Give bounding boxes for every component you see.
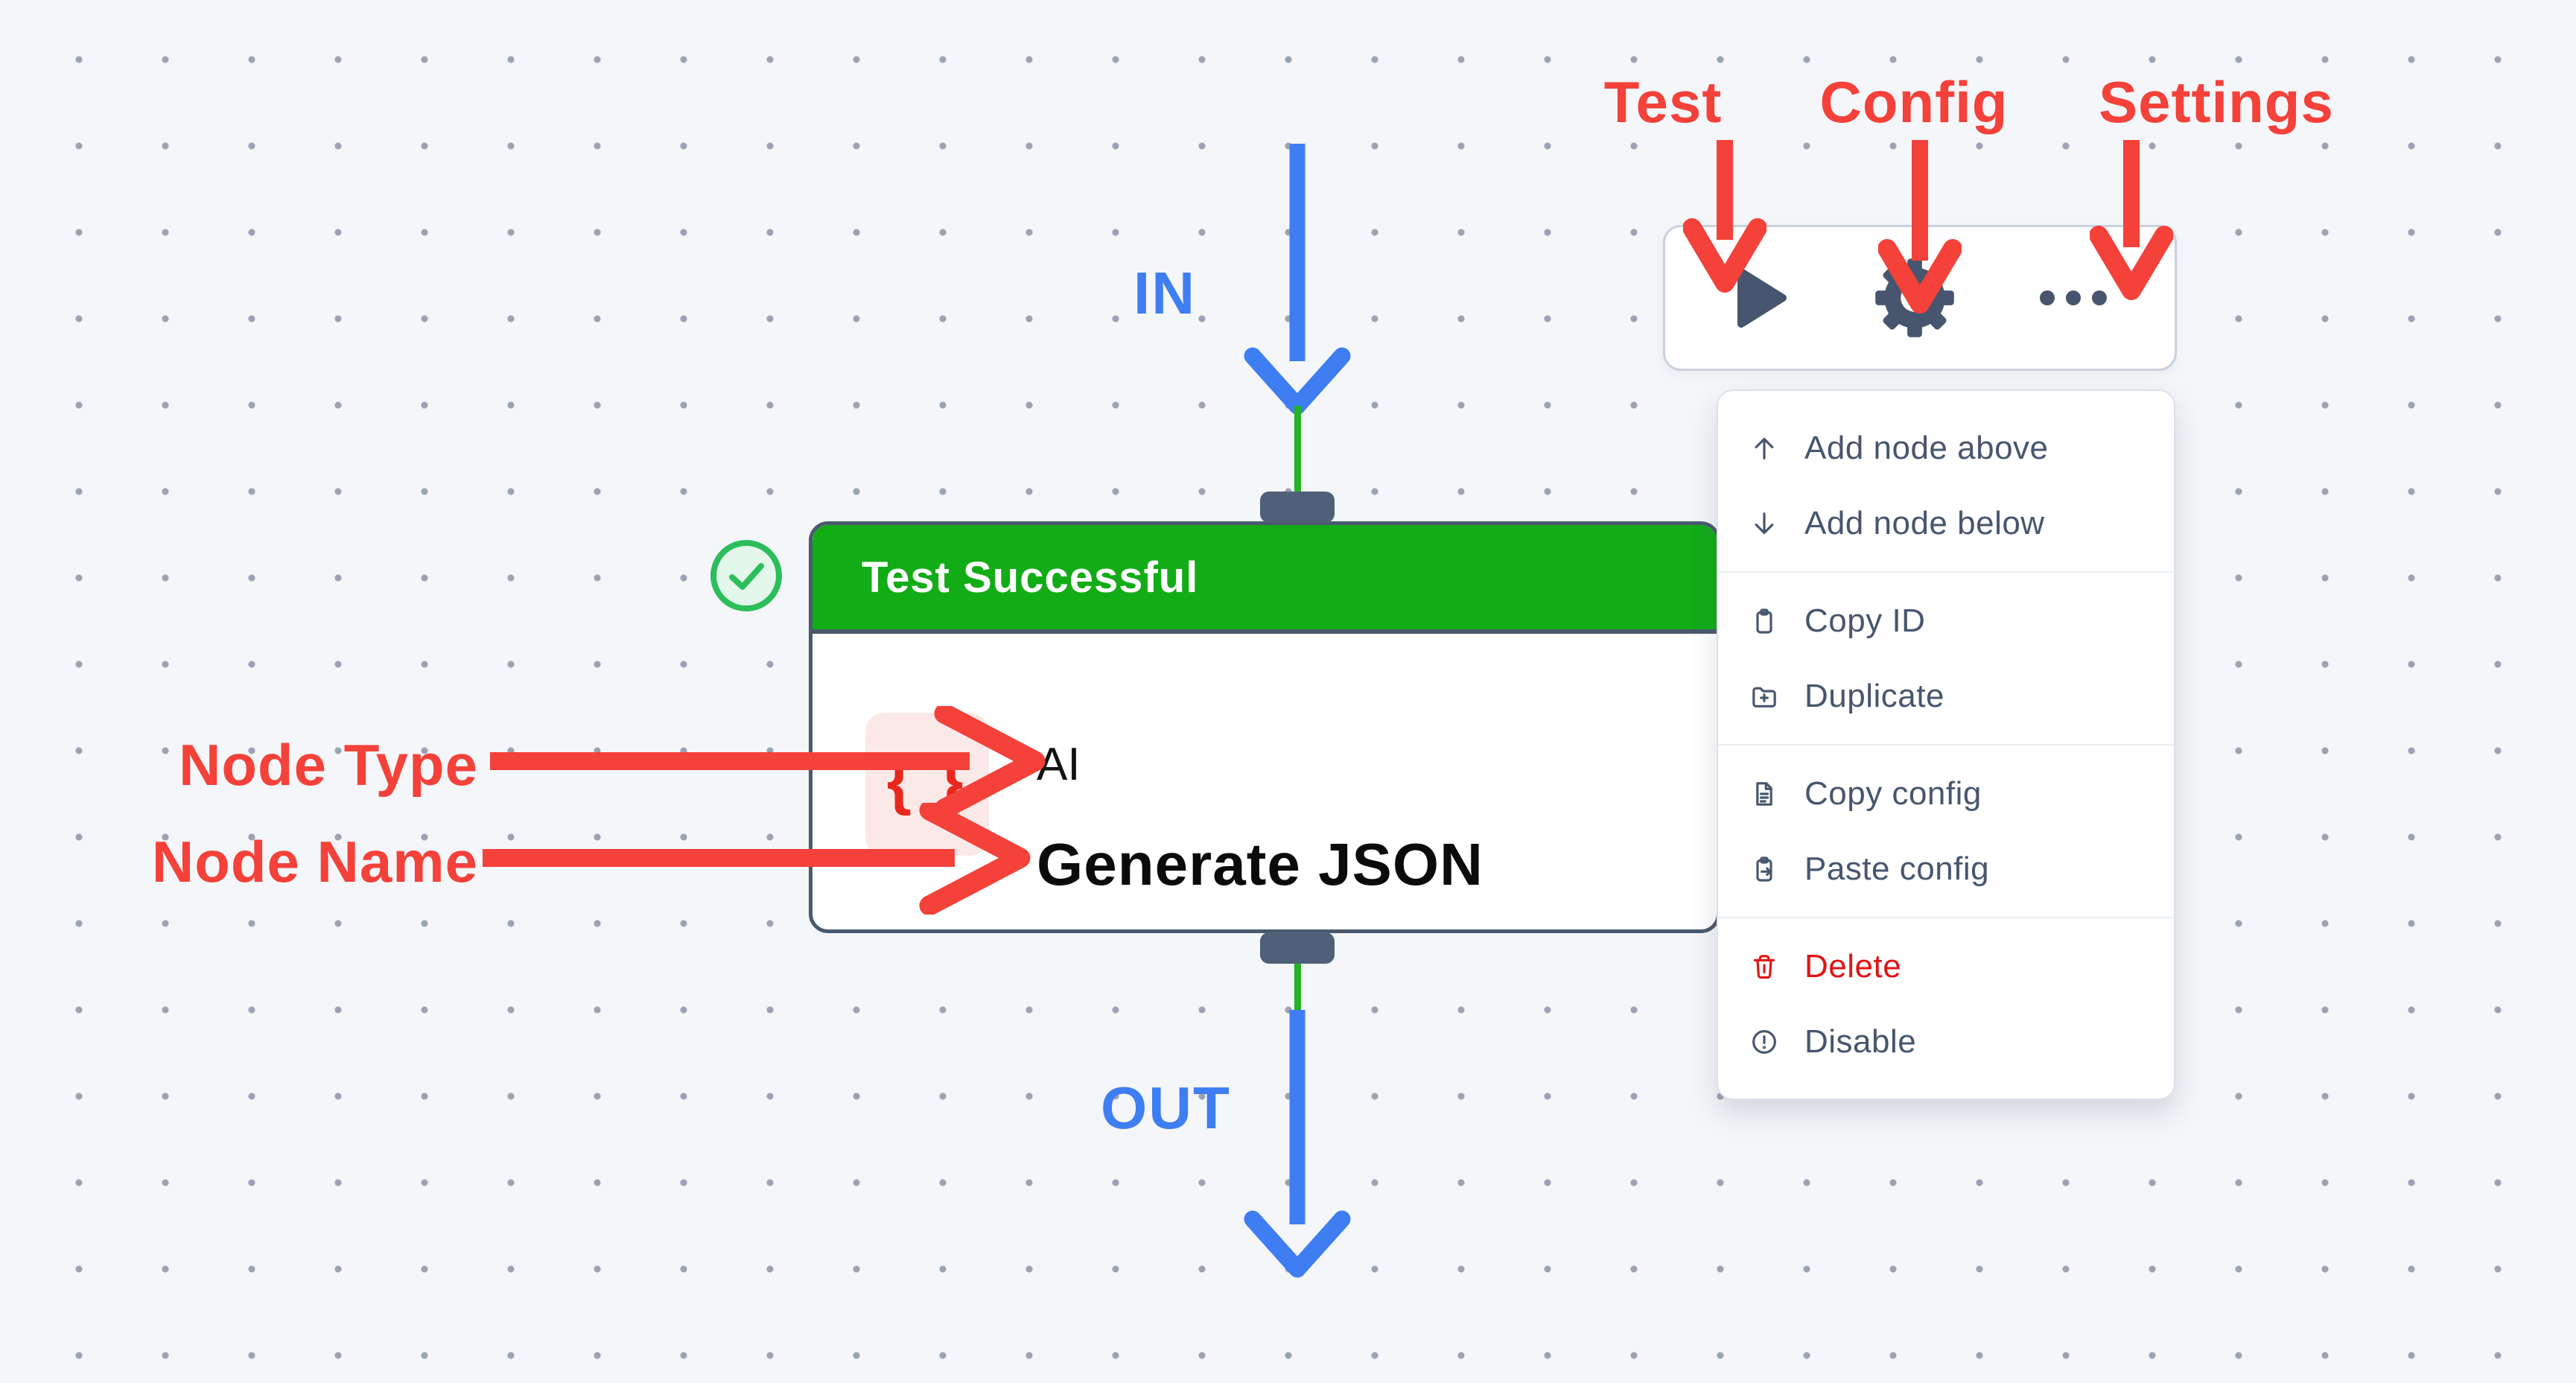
settings-button[interactable] [2038,288,2109,308]
connection-line-out [1294,961,1301,1010]
clipboard-arrow-icon [1748,853,1781,886]
menu-item-add-node-below[interactable]: Add node below [1718,486,2174,561]
test-button[interactable] [1731,263,1792,333]
output-port-handle[interactable] [1260,932,1335,964]
test-annotation-arrow [1683,140,1766,293]
alert-circle-icon [1748,1026,1781,1058]
in-flow-arrow [1244,144,1351,415]
node-name-annotation-arrow [483,803,1031,915]
menu-item-delete[interactable]: Delete [1718,929,2174,1004]
connection-line-in [1294,406,1301,499]
settings-annotation-label: Settings [2099,69,2334,135]
input-port-handle[interactable] [1260,492,1335,523]
menu-item-copy-id[interactable]: Copy ID [1718,583,2174,658]
node-status-header: Test Successful [812,525,1717,634]
node-name-annotation-label: Node Name [151,829,478,894]
node-type-annotation-label: Node Type [179,732,478,798]
arrow-down-icon [1748,507,1781,540]
config-annotation-label: Config [1819,69,2009,135]
check-circle-icon [710,540,782,611]
out-flow-label: OUT [1101,1075,1231,1141]
menu-divider [1718,744,2174,745]
menu-divider [1718,571,2174,573]
clipboard-icon [1748,605,1781,638]
node-type-annotation-arrow [490,706,1046,818]
arrow-up-icon [1748,432,1781,465]
menu-item-paste-config[interactable]: Paste config [1718,831,2174,906]
settings-annotation-arrow [2090,140,2173,300]
node-context-menu: Add node above Add node below Copy ID Du… [1717,390,2175,1100]
config-annotation-arrow [1878,140,1962,314]
menu-item-add-node-above[interactable]: Add node above [1718,410,2174,486]
out-flow-arrow [1244,1010,1351,1278]
menu-item-duplicate[interactable]: Duplicate [1718,658,2174,734]
ellipsis-icon [2040,290,2107,305]
node-name-text: Generate JSON [1037,831,1483,897]
folder-plus-icon [1748,680,1781,713]
node-status-text: Test Successful [862,553,1199,602]
menu-item-copy-config[interactable]: Copy config [1718,756,2174,831]
in-flow-label: IN [1133,260,1196,326]
trash-icon [1748,950,1781,983]
menu-item-disable[interactable]: Disable [1718,1004,2174,1079]
test-annotation-label: Test [1603,69,1723,135]
play-icon [1737,268,1787,328]
menu-divider [1718,917,2174,918]
document-icon [1748,778,1781,810]
workflow-node[interactable]: Test Successful { } AI Generate JSON [809,521,1720,933]
